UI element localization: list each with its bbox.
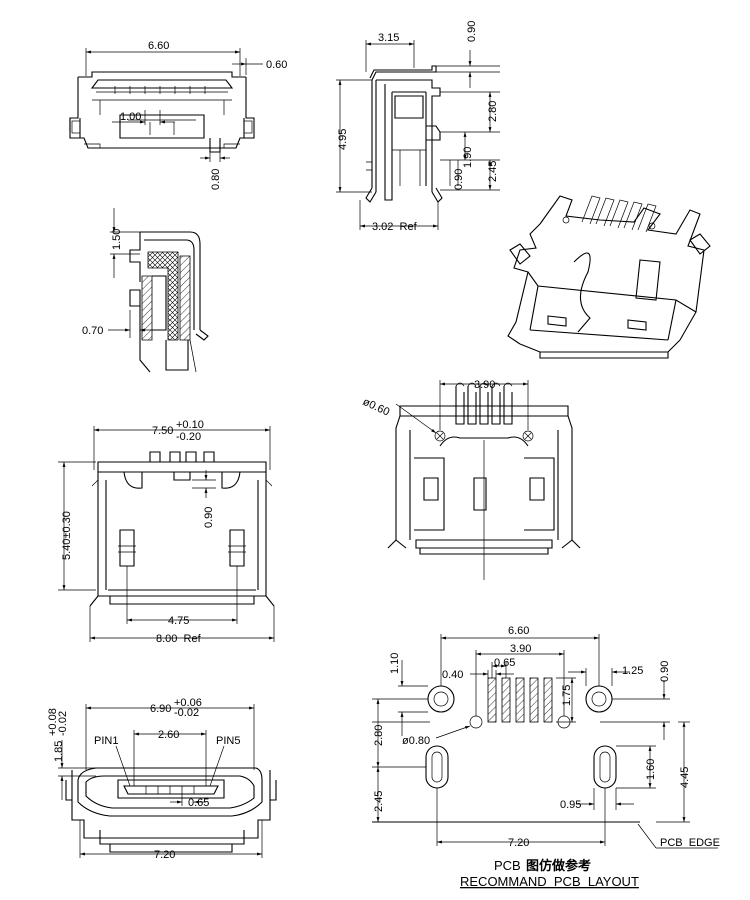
rear-dia-dim: ø0.60 — [361, 396, 392, 419]
bottom-ref-dim: 8.00 Ref — [156, 633, 202, 645]
pcb-090-dim: 0.90 — [659, 661, 671, 682]
top-view-tail-dim: 0.80 — [210, 169, 222, 190]
front-width-dim: 6.90 — [150, 703, 171, 715]
bottom-depth-dim: 5.40±0.30 — [61, 511, 73, 560]
side-090-dim: 0.90 — [453, 169, 465, 190]
pcb-065-dim: 0.65 — [494, 657, 515, 669]
top-view-edge-dim: 0.60 — [266, 59, 287, 71]
rear-view: 3.90 ø0.60 — [361, 379, 581, 580]
bottom-tol-minus: -0.20 — [176, 431, 201, 443]
pcb-caption-prefix: PCB — [494, 858, 521, 873]
section-070-dim: 0.70 — [82, 325, 103, 337]
front-720-dim: 7.20 — [154, 849, 175, 861]
pcb-caption: PCB 图仿做参考 RECOMMAND PCB LAYOUT — [460, 858, 639, 889]
bottom-view: 7.50 +0.10 -0.20 5.40±0.30 0.90 4.75 8.0… — [58, 419, 275, 645]
rear-390-dim: 3.90 — [474, 379, 495, 391]
section-view: 1.50 0.70 — [82, 208, 209, 373]
pcb-layout: 6.60 3.90 0.65 0.40 1.10 1.25 0.90 — [372, 625, 720, 849]
front-width-minus: -0.02 — [174, 707, 199, 719]
side-view: 3.15 0.90 4.95 2.80 1.90 2.45 0.90 3.02 … — [336, 21, 500, 233]
bottom-tol-plus: +0.10 — [176, 419, 204, 431]
pcb-caption-english: RECOMMAND PCB LAYOUT — [460, 874, 639, 889]
pcb-095-dim: 0.95 — [560, 799, 581, 811]
pcb-caption-chinese: 图仿做参考 — [526, 858, 591, 873]
pcb-660-dim: 6.60 — [508, 625, 529, 637]
pcb-445-dim: 4.45 — [679, 767, 691, 788]
front-260-dim: 2.60 — [158, 729, 179, 741]
bottom-width-dim: 7.50 — [152, 425, 173, 437]
pcb-040-dim: 0.40 — [442, 669, 463, 681]
pcb-390-dim: 3.90 — [510, 643, 531, 655]
side-top-right-dim: 0.90 — [466, 21, 478, 42]
side-ref-dim: 3.02 Ref — [372, 221, 418, 233]
section-150-dim: 1.50 — [111, 229, 123, 250]
pcb-dia-dim: ø0.80 — [402, 735, 430, 747]
side-top-dim: 3.15 — [378, 32, 399, 44]
top-view-width-dim: 6.60 — [148, 40, 169, 52]
side-190-dim: 1.90 — [462, 147, 474, 168]
side-height-dim: 4.95 — [337, 129, 349, 150]
front-width-plus: +0.06 — [174, 697, 202, 709]
front-height-minus: -0.02 — [57, 711, 69, 736]
pcb-160-dim: 1.60 — [645, 759, 657, 780]
pcb-125-dim: 1.25 — [622, 665, 643, 677]
bottom-090-dim: 0.90 — [203, 507, 215, 528]
isometric-view — [507, 195, 711, 359]
front-065-dim: 0.65 — [188, 797, 209, 809]
front-height-plus: +0.08 — [47, 708, 59, 736]
side-280-dim: 2.80 — [487, 101, 499, 122]
pcb-edge-label: PCB EDGE — [660, 837, 720, 849]
pcb-175-dim: 1.75 — [561, 685, 573, 706]
top-view-pitch-dim: 1.00 — [120, 111, 141, 123]
pcb-720-dim: 7.20 — [508, 837, 529, 849]
top-view: 6.60 0.60 1.00 0.80 — [69, 40, 287, 190]
pin5-label: PIN5 — [216, 735, 240, 747]
front-height-dim: 1.85 — [53, 741, 65, 762]
bottom-475-dim: 4.75 — [168, 615, 189, 627]
side-245-dim: 2.45 — [487, 161, 499, 182]
pin1-label: PIN1 — [94, 735, 118, 747]
pcb-280-dim: 2.80 — [373, 725, 385, 746]
pcb-245-dim: 2.45 — [373, 791, 385, 812]
pcb-110-dim: 1.10 — [389, 653, 401, 674]
front-view: 6.90 +0.06 -0.02 1.85 +0.08 -0.02 PIN1 P… — [47, 697, 277, 861]
